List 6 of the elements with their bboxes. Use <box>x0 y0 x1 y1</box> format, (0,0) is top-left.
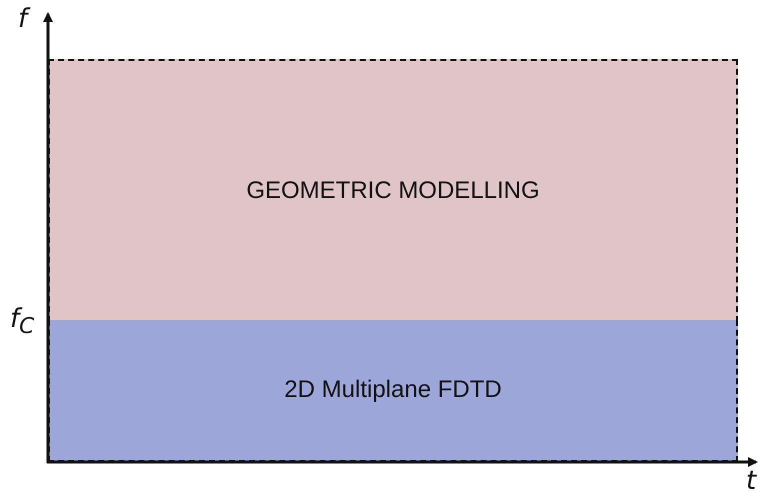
axis-label: t <box>746 468 756 494</box>
region-label: 2D Multiplane FDTD <box>284 376 502 404</box>
tick-label: f$_{C}$ <box>10 306 34 338</box>
region-label: GEOMETRIC MODELLING <box>246 176 540 204</box>
region-box <box>48 320 738 462</box>
region-box <box>48 59 738 322</box>
